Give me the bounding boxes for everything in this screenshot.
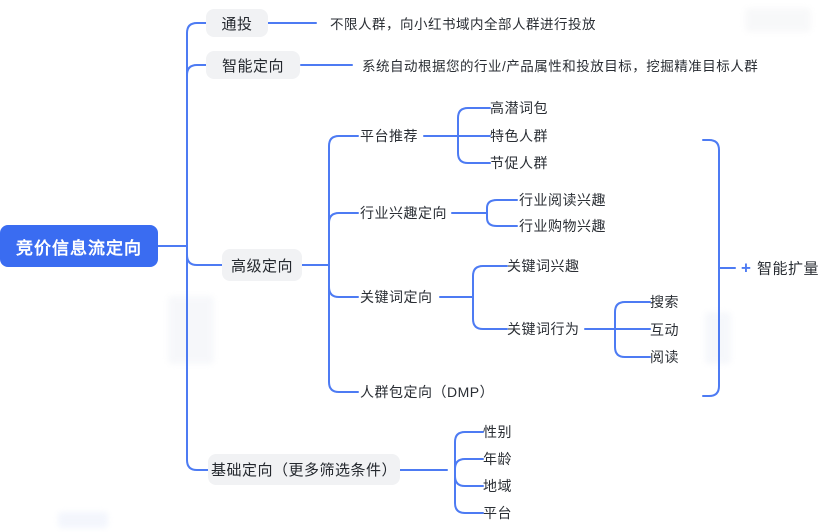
watermark-smudge xyxy=(168,296,214,364)
label-keyword-interest: 关键词兴趣 xyxy=(507,258,580,274)
label-reading: 阅读 xyxy=(650,349,679,365)
connector-path xyxy=(454,431,484,514)
node-smart-targeting: 智能定向 xyxy=(206,51,300,79)
label-featured-audience: 特色人群 xyxy=(490,128,548,144)
label-high-potential-word-pack: 高潜词包 xyxy=(490,100,548,116)
watermark-smudge xyxy=(745,8,811,32)
smart-expand-label: 智能扩量 xyxy=(756,260,819,278)
connector-path xyxy=(454,458,484,470)
connector-path xyxy=(328,212,359,224)
connector-path xyxy=(186,22,209,471)
node-advanced-targeting: 高级定向 xyxy=(222,249,302,281)
smart-targeting-description: 系统自动根据您的行业/产品属性和投放目标，挖掘精准目标人群 xyxy=(362,59,759,74)
label-festival-promo-audience: 节促人群 xyxy=(490,155,548,171)
label-dmp-audience-targeting: 人群包定向（DMP） xyxy=(360,384,495,400)
broad-targeting-description: 不限人群，向小红书域内全部人群进行投放 xyxy=(330,17,596,32)
smart-expand-annotation: + 智能扩量 xyxy=(741,258,819,279)
label-age: 年龄 xyxy=(483,451,512,467)
label-keyword-targeting: 关键词定向 xyxy=(360,289,433,305)
label-industry-interest-targeting: 行业兴趣定向 xyxy=(360,205,447,221)
label-keyword-behavior: 关键词行为 xyxy=(507,321,580,337)
watermark-smudge xyxy=(58,512,108,528)
connector-path xyxy=(186,254,223,266)
node-broad-targeting: 通投 xyxy=(206,9,268,37)
node-basic-targeting: 基础定向（更多筛选条件） xyxy=(208,454,400,485)
label-platform: 平台 xyxy=(483,505,512,521)
connector-path xyxy=(328,286,359,298)
label-platform-recommendation: 平台推荐 xyxy=(360,128,418,144)
connector-path xyxy=(472,265,508,330)
label-region: 地域 xyxy=(483,478,512,494)
connector-path xyxy=(454,475,484,487)
connector-path xyxy=(328,135,359,393)
smart-expand-bracket xyxy=(702,139,720,397)
connector-path xyxy=(186,64,207,76)
root-node-bidding-feed-targeting: 竞价信息流定向 xyxy=(0,225,158,267)
label-gender: 性别 xyxy=(483,424,512,440)
plus-icon: + xyxy=(741,258,751,278)
label-interaction: 互动 xyxy=(650,322,679,338)
connector-path xyxy=(486,199,518,227)
label-industry-shopping-interest: 行业购物兴趣 xyxy=(519,218,606,234)
label-search: 搜索 xyxy=(650,294,679,310)
label-industry-reading-interest: 行业阅读兴趣 xyxy=(519,192,606,208)
